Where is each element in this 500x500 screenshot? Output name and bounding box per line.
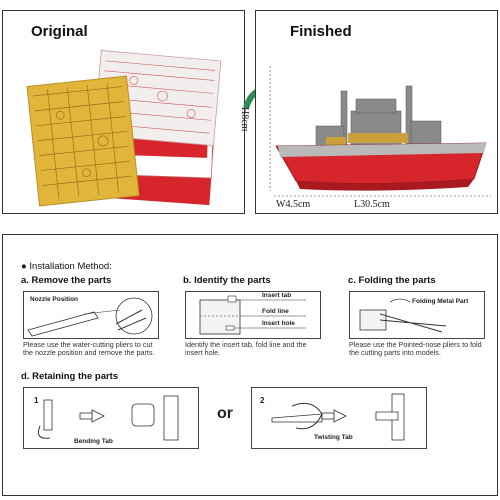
section-b-title: b. Identify the parts [183,275,271,286]
bending-tab-icon [37,395,179,441]
section-a-desc: Please use the water-cutting pliers to c… [23,340,155,358]
folding-metal-part-label: Folding Metal Part [412,298,469,305]
section-c-diagram: Folding Metal Part [349,291,485,339]
section-d-step2-diagram: 2 Twisting Tab [251,387,427,449]
insert-hole-label: Insert hole [262,320,295,327]
pliers-folding-icon [359,298,447,333]
width-dimension: W4.5cm [276,199,311,210]
bullet-icon: ● [21,261,30,272]
bending-tab-label: Bending Tab [74,438,113,445]
original-panel: Original [2,10,245,214]
fold-line-label: Fold line [262,308,289,315]
installation-panel: ● Installation Method: a. Remove the par… [2,234,498,496]
section-c-desc: Please use the Pointed-nose pliers to fo… [349,340,482,358]
section-d-step1-diagram: 1 Bending Tab [23,387,199,449]
length-dimension: L30.5cm [354,199,390,210]
section-c-title: c. Folding the parts [348,275,436,286]
original-title: Original [31,23,88,40]
section-d-title: d. Retaining the parts [21,371,119,382]
section-a-diagram: Nozzle Position [23,291,159,339]
installation-heading: ● Installation Method: [21,261,112,272]
part-outline-icon [199,295,306,335]
finished-title: Finished [290,23,352,40]
pliers-cutting-icon [27,297,153,337]
section-b-diagram: Insert tab Fold line Insert hole [185,291,321,339]
insert-tab-label: Insert tab [262,292,292,299]
or-label: or [217,405,233,422]
step1-number: 1 [34,396,39,405]
battleship-model-image [269,66,491,197]
height-dimension: H8cm [239,107,250,132]
metal-sheets-image [26,50,222,207]
step2-number: 2 [260,396,265,405]
section-a-title: a. Remove the parts [21,275,112,286]
nozzle-position-label: Nozzle Position [30,296,79,303]
twisting-tab-icon [271,393,405,441]
section-b-desc: Identify the insert tab, fold line and t… [185,340,307,358]
finished-panel: Finished H8cm W4.5cm L30.5cm [239,10,498,214]
twisting-tab-label: Twisting Tab [314,434,353,441]
